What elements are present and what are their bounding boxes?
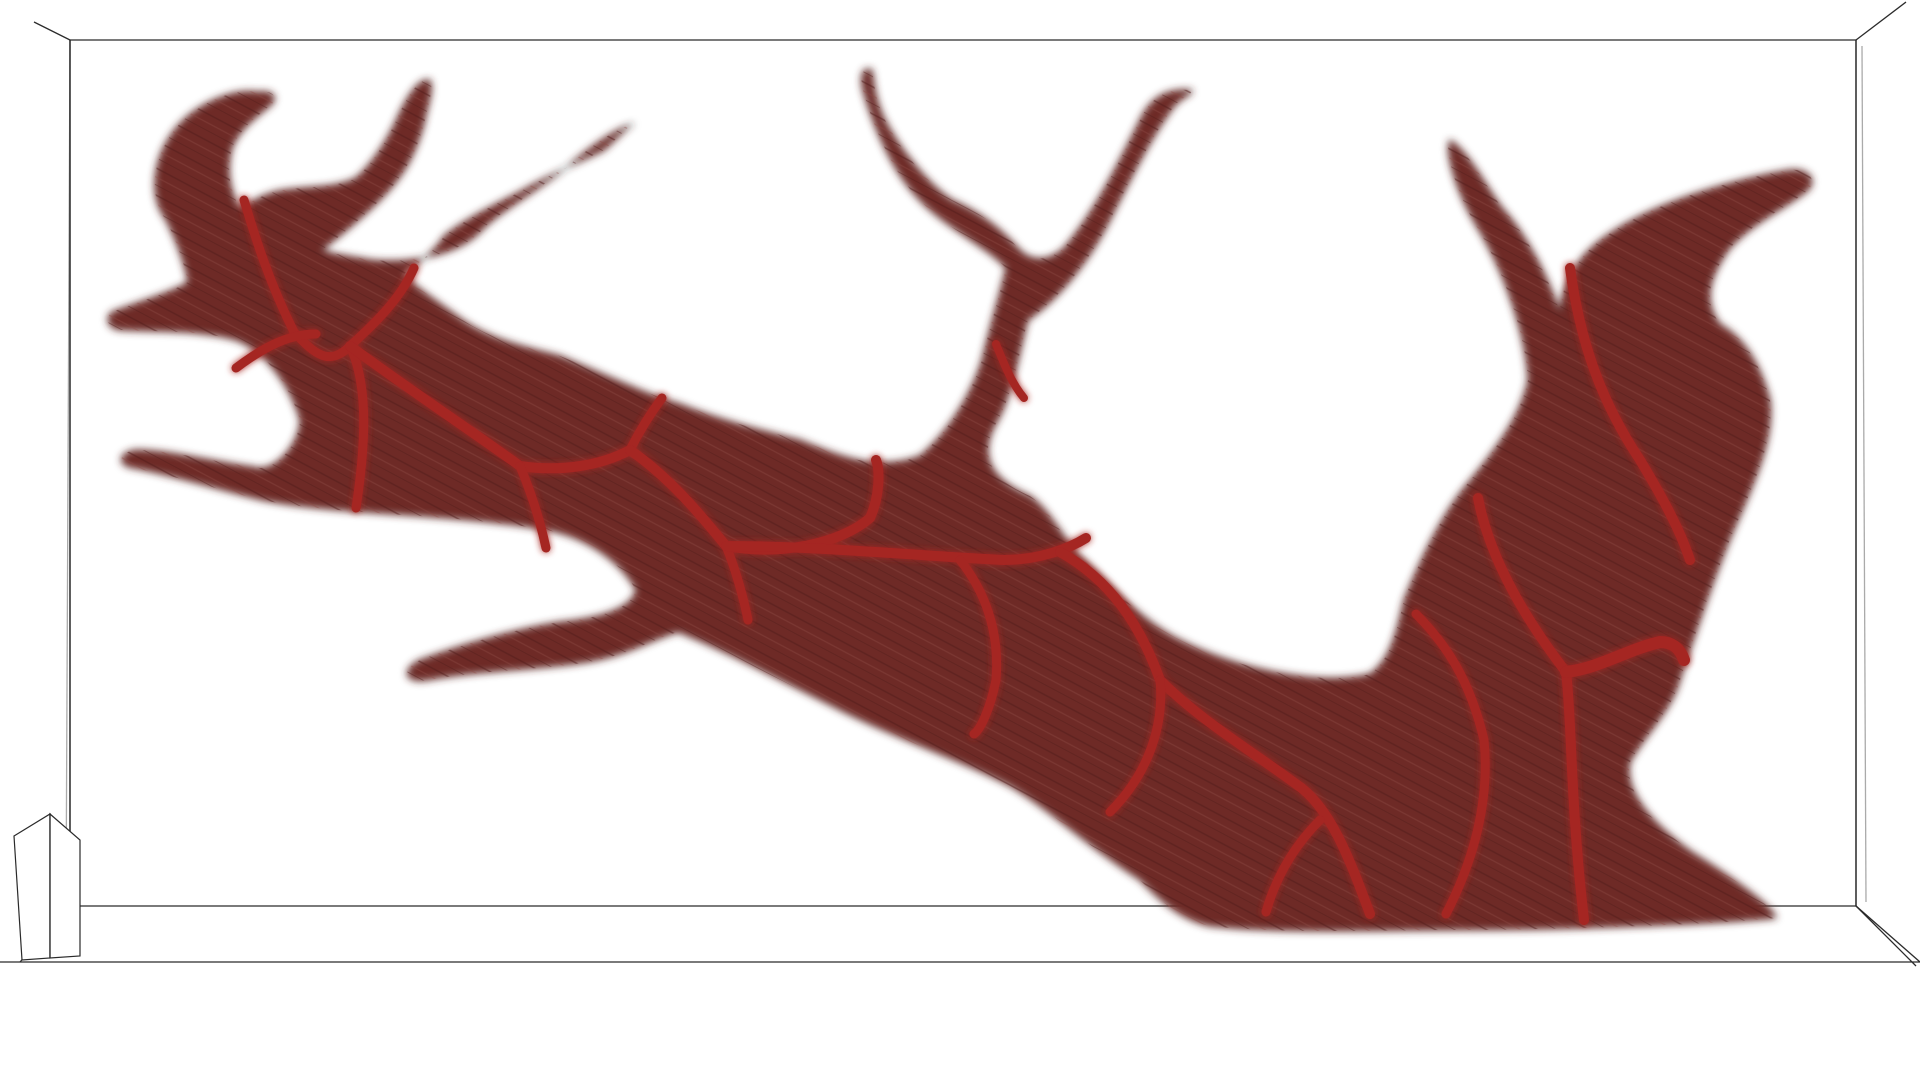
vein-main-1 [345, 341, 635, 474]
right-wall-inner [1861, 45, 1867, 903]
vein-left-down [345, 341, 369, 513]
vein-stem-loop [992, 340, 1028, 402]
vein-branch-down-3 [955, 555, 1002, 739]
floor-edge-right [1855, 905, 1917, 967]
vein-right-cross [1560, 636, 1690, 678]
door-panel [13, 812, 51, 961]
vein-branch-up-1 [625, 393, 667, 455]
door-frame [49, 812, 81, 959]
vein-main-4 [1055, 547, 1375, 919]
vein-upper-left [239, 195, 419, 362]
sculpture-texture [107, 69, 1812, 931]
ceiling-edge-right [1855, 1, 1907, 41]
vein-right-lower [1411, 609, 1490, 919]
vein-network [231, 195, 1695, 925]
vein-branch-down-2 [721, 541, 753, 625]
room-frame [0, 1, 1920, 967]
vein-branch-down-5 [1261, 815, 1325, 917]
ceiling-edge-left [33, 21, 71, 41]
vein-branch-down-1 [515, 461, 551, 553]
floor-front-line-right [1855, 905, 1920, 963]
sculpture [107, 68, 1813, 932]
left-wall-inner [65, 39, 71, 907]
door [13, 812, 81, 961]
vein-right-upper [1565, 263, 1695, 565]
vein-left-cross [231, 329, 321, 373]
vein-branch-down-4 [1105, 675, 1166, 817]
